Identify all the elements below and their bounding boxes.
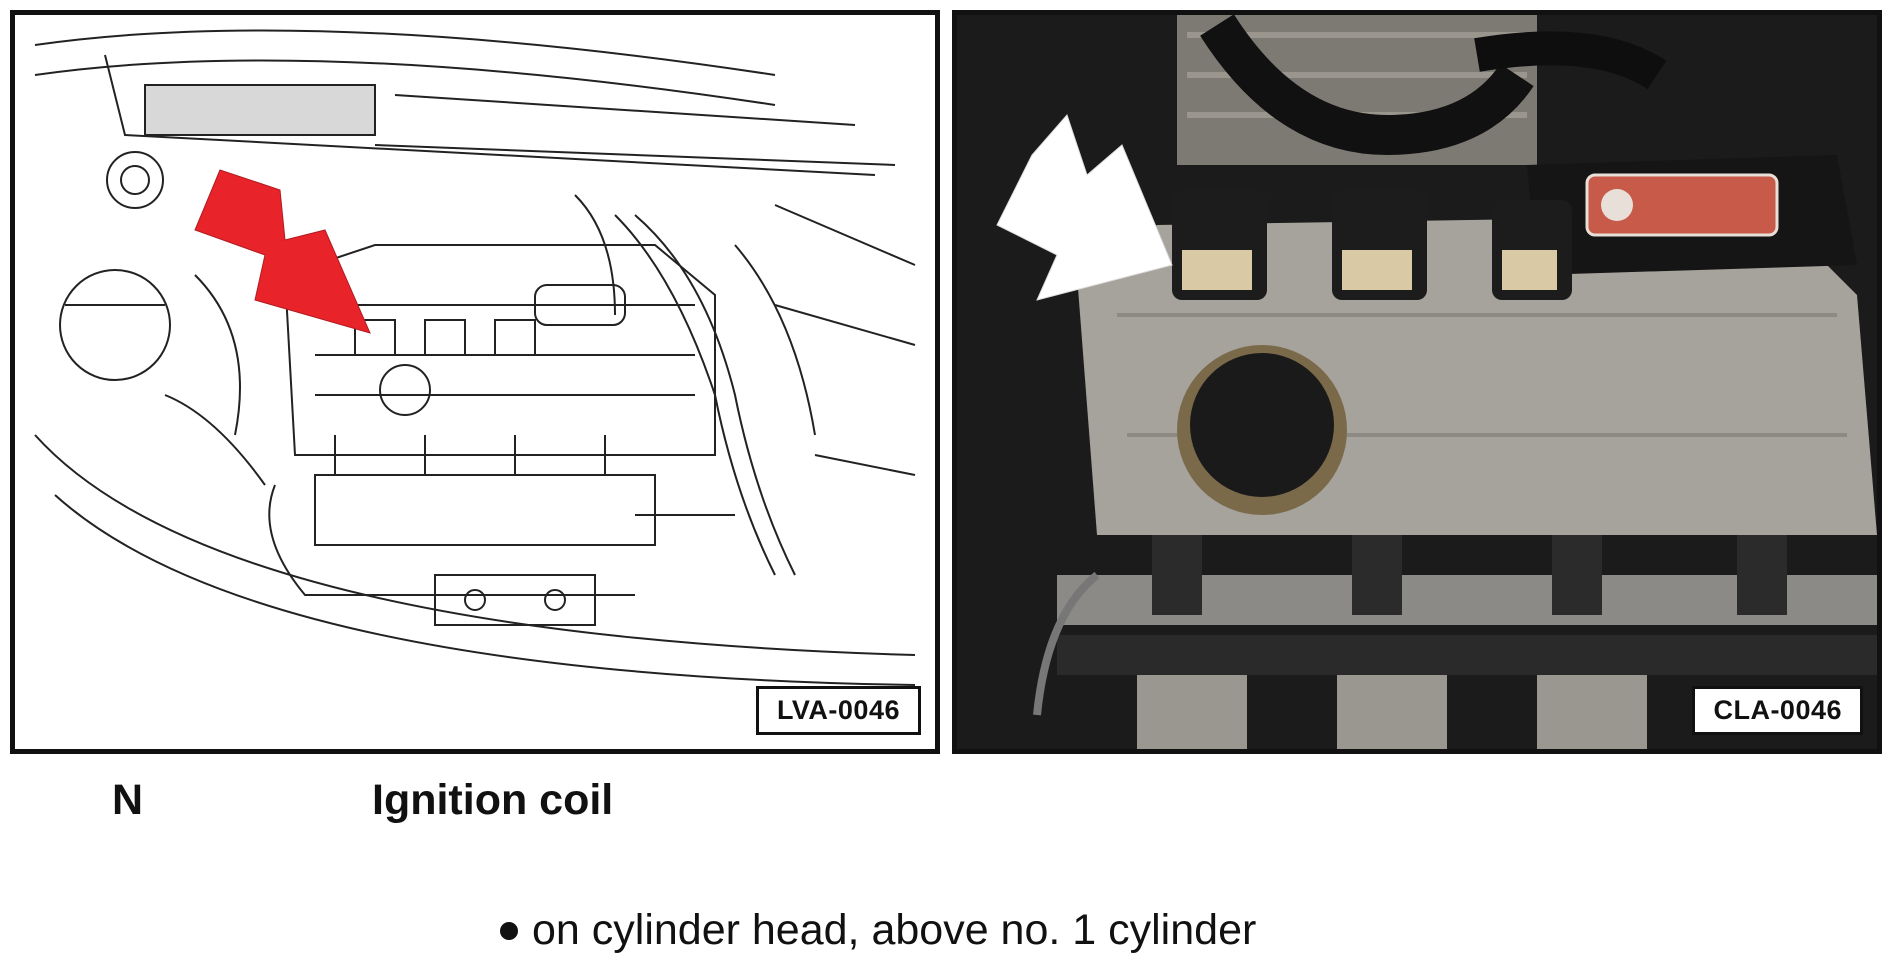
right-figure-code: CLA-0046 <box>1692 686 1863 735</box>
legend-text: Ignition coil <box>372 776 614 824</box>
red-pointer-arrow-icon <box>194 169 371 334</box>
note-text: on cylinder head, above no. 1 cylinder <box>532 906 1257 954</box>
left-figure-code: LVA-0046 <box>755 686 921 735</box>
white-pointer-arrow-icon <box>996 114 1173 301</box>
engine-drawing-svg <box>34 29 916 686</box>
engine-line-drawing: LVA-0046 <box>10 10 940 754</box>
note-line: on cylinder head, above no. 1 cylinder <box>500 906 1256 955</box>
engine-photo: CLA-0046 <box>952 10 1882 754</box>
engine-photo-svg <box>957 15 1877 749</box>
bullet-icon <box>500 921 518 940</box>
legend-key: N <box>112 776 144 824</box>
